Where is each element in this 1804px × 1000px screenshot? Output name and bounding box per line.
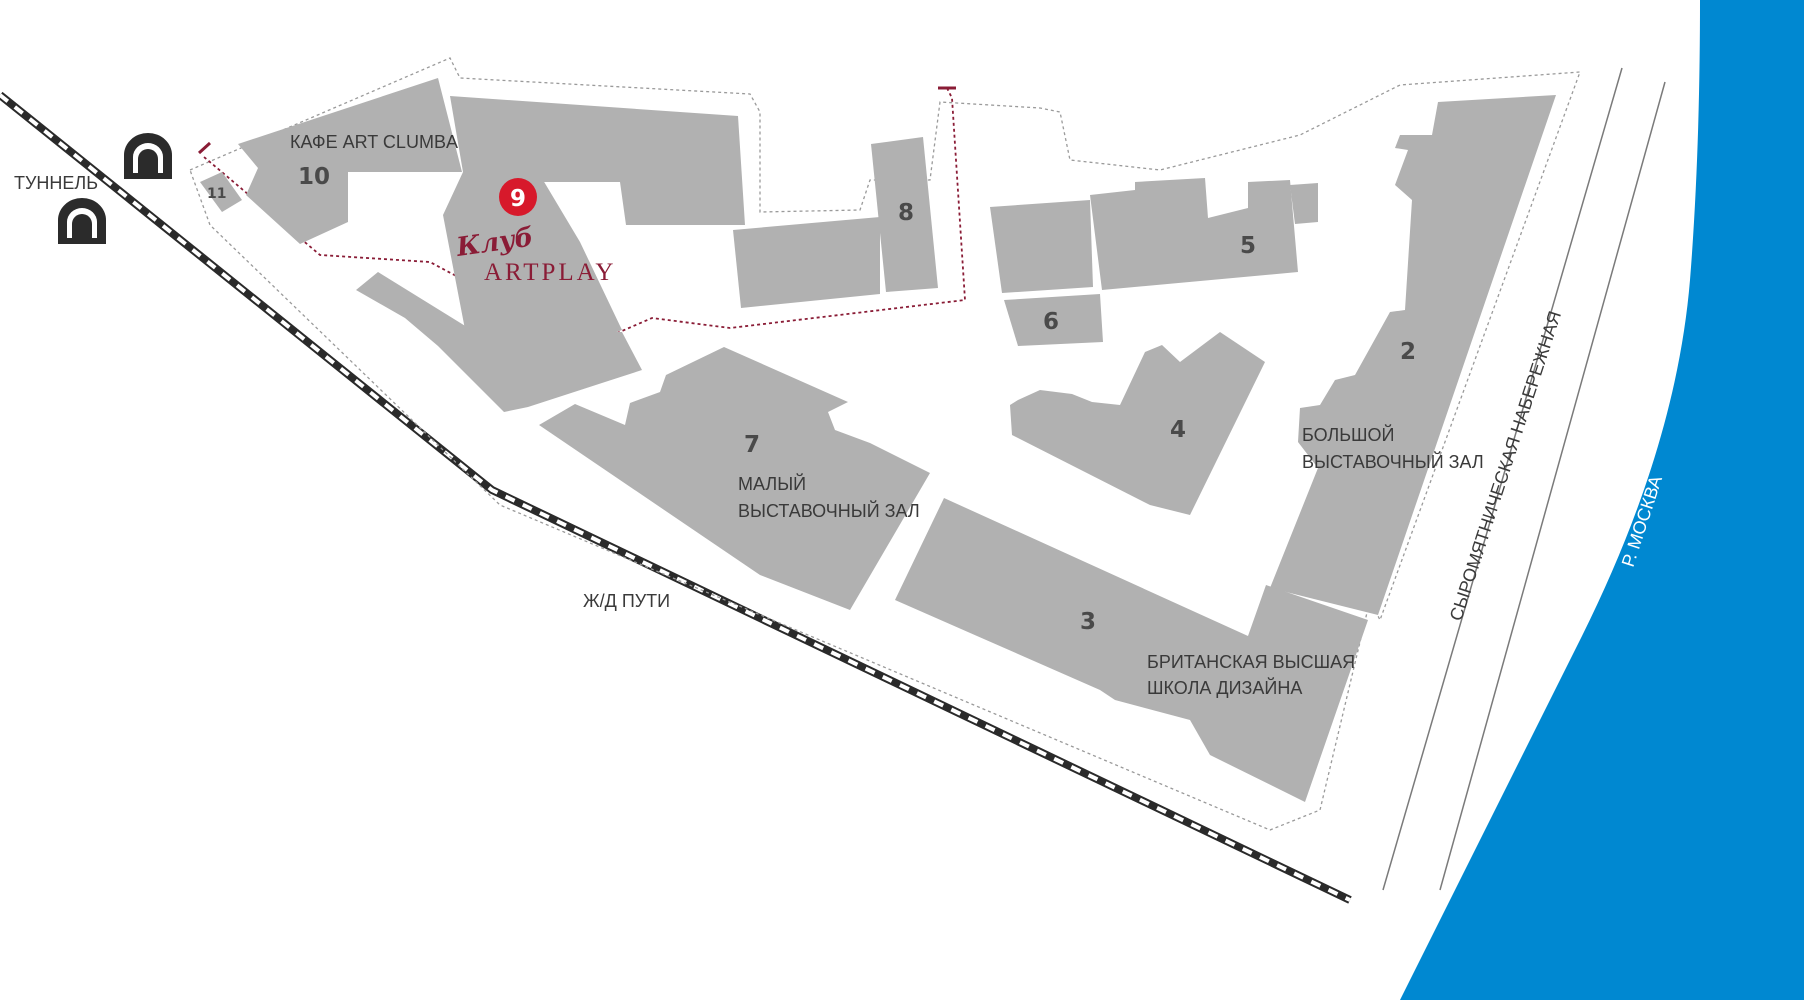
building-5-number: 5: [1240, 233, 1256, 259]
tunnel-icon: [58, 198, 106, 244]
road-line-2: [1439, 81, 1666, 891]
building-8-number: 8: [898, 200, 914, 226]
building-6-north: [990, 200, 1093, 293]
walking-route: [203, 156, 474, 286]
building-8-east: [871, 137, 938, 292]
building-10: [238, 78, 462, 244]
building-4-number: 4: [1170, 417, 1186, 443]
school-label-1: БРИТАНСКАЯ ВЫСШАЯ: [1147, 652, 1355, 672]
building-8-west: [733, 217, 880, 308]
club-marker[interactable]: [499, 178, 537, 216]
building-2-number: 2: [1400, 339, 1416, 365]
railway-label: Ж/Д ПУТИ: [583, 591, 670, 611]
building-11: [200, 172, 242, 212]
river-moskva: [1400, 0, 1804, 1000]
route-endpoint-left: [197, 141, 212, 155]
club-logo-name: ARTPLAY: [484, 259, 617, 286]
building-3-number: 3: [1080, 609, 1096, 635]
building-9: [443, 96, 745, 360]
school-label-2: ШКОЛА ДИЗАЙНА: [1147, 677, 1302, 698]
small-hall-label-1: МАЛЫЙ: [738, 473, 806, 494]
big-hall-label-2: ВЫСТАВОЧНЫЙ ЗАЛ: [1302, 451, 1484, 472]
cafe-label: КАФЕ ART CLUMBA: [290, 132, 458, 152]
site-boundary: [189, 57, 1581, 831]
small-hall-label-2: ВЫСТАВОЧНЫЙ ЗАЛ: [738, 500, 920, 521]
railway-ties: [0, 93, 1351, 902]
building-6-number: 6: [1043, 309, 1059, 335]
building-4: [1010, 332, 1265, 515]
big-hall-label-1: БОЛЬШОЙ: [1302, 424, 1394, 445]
building-9-arm: [356, 272, 642, 412]
building-5: [1090, 178, 1298, 290]
building-7-number: 7: [744, 432, 760, 458]
tunnel-label: ТУННЕЛЬ: [14, 173, 98, 193]
building-10-number: 10: [298, 164, 330, 190]
building-6: [1004, 294, 1103, 346]
tunnel-icon: [124, 133, 172, 179]
building-2: [1270, 95, 1556, 615]
club-marker-number: 9: [510, 186, 526, 212]
building-7: [539, 347, 930, 610]
walking-route-2: [474, 87, 966, 370]
building-5-annex: [1290, 183, 1318, 224]
road-line-1: [1382, 67, 1623, 891]
building-3: [895, 498, 1368, 802]
building-11-number: 11: [207, 186, 226, 202]
